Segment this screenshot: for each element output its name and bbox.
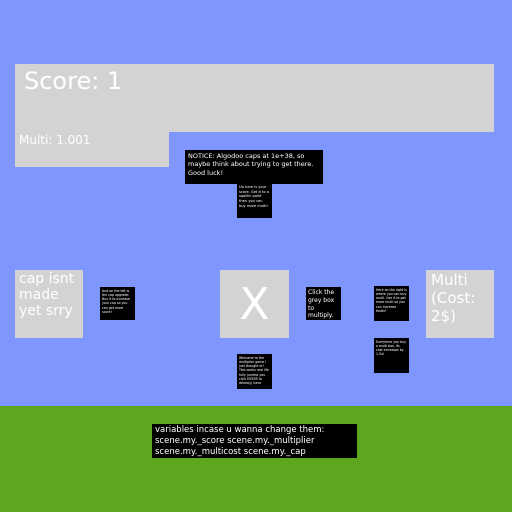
multi-display: Multi: 1.001 — [15, 131, 169, 167]
cap-upgrade-label: cap isnt made yet srry — [19, 271, 75, 320]
multi-label: Multi: 1.001 — [19, 133, 91, 147]
multiply-label: X — [239, 278, 270, 330]
multi-shop-help-note: Here on the right is where you can buy m… — [374, 286, 409, 321]
score-help-note: Up here is your score. Get it to a sqail… — [237, 183, 272, 218]
score-help-text: Up here is your score. Get it to a sqail… — [239, 185, 269, 208]
variables-note: variables incase u wanna change them: sc… — [152, 424, 357, 458]
cost-help-note: Everytime you buy a multi box, its cost … — [374, 338, 409, 373]
welcome-text: Welcome to the multiplier game I just th… — [239, 356, 269, 385]
cap-upgrade-button[interactable]: cap isnt made yet srry — [15, 270, 83, 338]
notice-note: NOTICE: Algodoo caps at 1e+38, so maybe … — [185, 150, 323, 184]
multi-shop-help-text: Here on the right is where you can buy m… — [376, 288, 407, 313]
variables-text: variables incase u wanna change them: sc… — [155, 425, 325, 458]
cost-help-text: Everytime you buy a multi box, its cost … — [376, 340, 407, 357]
score-display: Score: 1 — [15, 64, 494, 132]
score-label: Score: 1 — [24, 67, 123, 95]
notice-text: NOTICE: Algodoo caps at 1e+38, so maybe … — [188, 152, 314, 177]
cap-help-text: And on the left is the cap upgrade. Buy … — [102, 289, 130, 314]
cap-help-note: And on the left is the cap upgrade. Buy … — [100, 287, 135, 320]
welcome-note: Welcome to the multiplier game I just th… — [237, 354, 272, 389]
click-help-note: Click the grey box to multiply. — [306, 287, 341, 320]
buy-multi-label: Multi (Cost: 2$) — [431, 271, 476, 325]
multiply-button[interactable]: X — [220, 270, 289, 338]
ground — [0, 406, 512, 512]
click-help-text: Click the grey box to multiply. — [308, 289, 335, 320]
buy-multi-button[interactable]: Multi (Cost: 2$) — [426, 270, 494, 338]
